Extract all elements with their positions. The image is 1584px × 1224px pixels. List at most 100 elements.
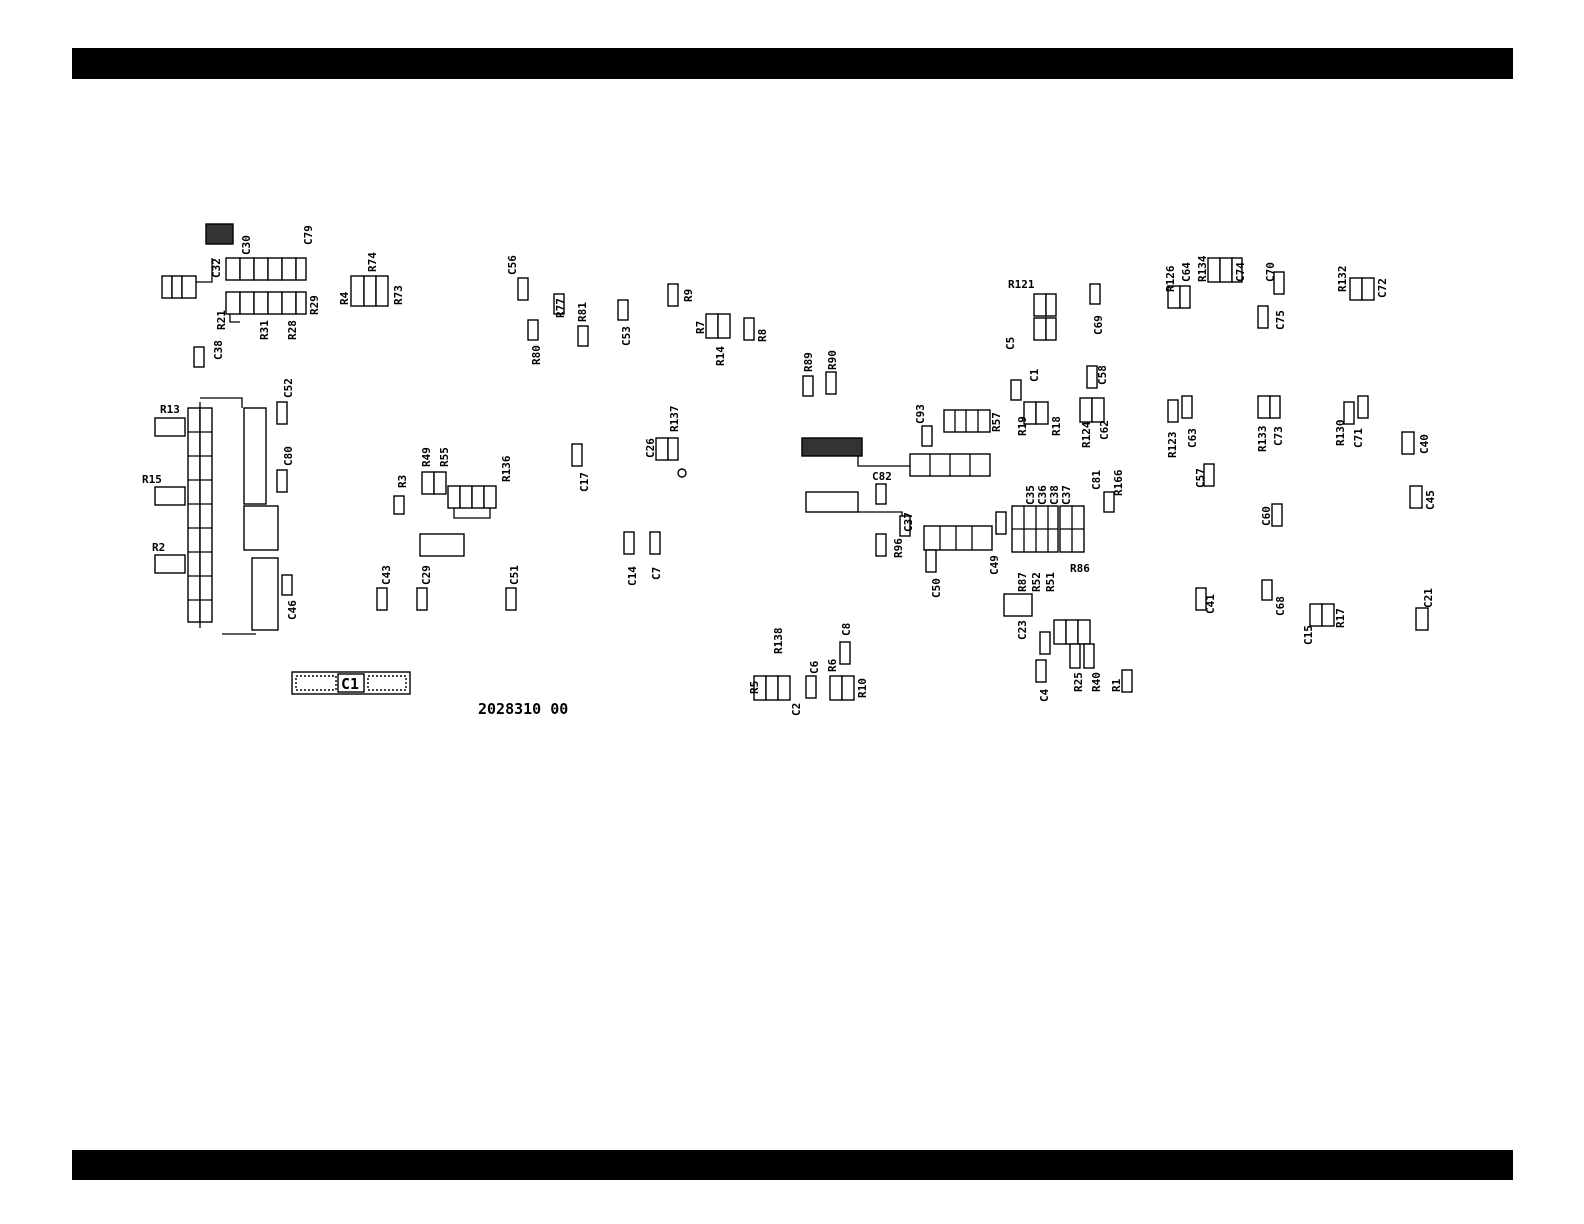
top-left-cluster <box>161 223 389 368</box>
svg-text:C4: C4 <box>1038 688 1051 702</box>
svg-text:C79: C79 <box>302 225 315 245</box>
svg-text:C46: C46 <box>286 600 299 620</box>
svg-text:C62: C62 <box>1098 420 1111 440</box>
svg-text:C57: C57 <box>1194 468 1207 488</box>
svg-text:R14: R14 <box>714 346 727 366</box>
svg-text:C64: C64 <box>1180 262 1193 282</box>
svg-text:R121: R121 <box>1008 278 1035 291</box>
svg-text:R133: R133 <box>1256 426 1269 453</box>
svg-text:C5: C5 <box>1004 337 1017 350</box>
svg-text:C63: C63 <box>1186 428 1199 448</box>
svg-text:R166: R166 <box>1112 469 1125 496</box>
svg-text:C2: C2 <box>790 703 803 716</box>
svg-text:C29: C29 <box>420 565 433 585</box>
svg-text:R73: R73 <box>392 285 405 305</box>
svg-text:R49: R49 <box>420 447 433 467</box>
svg-text:R138: R138 <box>772 628 785 655</box>
svg-text:R137: R137 <box>668 406 681 433</box>
svg-text:R4: R4 <box>338 291 351 305</box>
svg-text:R17: R17 <box>1334 608 1347 628</box>
svg-text:C60: C60 <box>1260 506 1273 526</box>
middle-left-parts <box>376 277 837 611</box>
svg-text:R31: R31 <box>258 320 271 340</box>
svg-text:R124: R124 <box>1080 421 1093 448</box>
center-cluster <box>801 283 1133 693</box>
svg-text:C32: C32 <box>210 258 223 278</box>
svg-text:C69: C69 <box>1092 315 1105 335</box>
svg-text:C8: C8 <box>840 623 853 636</box>
svg-text:C40: C40 <box>1418 434 1431 454</box>
svg-text:R7: R7 <box>694 321 707 334</box>
svg-text:R28: R28 <box>286 320 299 340</box>
svg-text:R15: R15 <box>142 473 162 486</box>
svg-text:C71: C71 <box>1352 428 1365 448</box>
svg-text:C45: C45 <box>1424 490 1437 510</box>
bottom-center-parts <box>753 641 855 701</box>
svg-text:C21: C21 <box>1422 588 1435 608</box>
svg-text:C81: C81 <box>1090 470 1103 490</box>
svg-text:R29: R29 <box>308 295 321 315</box>
svg-text:C52: C52 <box>282 378 295 398</box>
svg-text:C38: C38 <box>1048 485 1061 505</box>
left-connector-block <box>154 397 293 635</box>
svg-text:C38: C38 <box>212 340 225 360</box>
svg-text:C30: C30 <box>240 235 253 255</box>
svg-text:C51: C51 <box>508 565 521 585</box>
svg-text:C75: C75 <box>1274 310 1287 330</box>
svg-text:C17: C17 <box>578 472 591 492</box>
connector-label: C1 <box>341 675 359 693</box>
svg-text:C68: C68 <box>1274 596 1287 616</box>
svg-text:R2: R2 <box>152 541 165 554</box>
svg-text:R18: R18 <box>1050 416 1063 436</box>
svg-text:R1: R1 <box>1110 678 1123 692</box>
svg-text:R51: R51 <box>1044 572 1057 592</box>
svg-text:C72: C72 <box>1376 278 1389 298</box>
svg-text:C80: C80 <box>282 446 295 466</box>
svg-text:R132: R132 <box>1336 266 1349 293</box>
svg-text:R130: R130 <box>1334 420 1347 447</box>
svg-text:R80: R80 <box>530 345 543 365</box>
svg-text:C37: C37 <box>902 512 915 532</box>
svg-text:C70: C70 <box>1264 262 1277 282</box>
svg-text:C26: C26 <box>644 438 657 458</box>
svg-text:C58: C58 <box>1096 365 1109 385</box>
svg-text:R8: R8 <box>756 329 769 342</box>
svg-text:C49: C49 <box>988 555 1001 575</box>
svg-text:R77: R77 <box>554 298 567 318</box>
svg-text:C23: C23 <box>1016 620 1029 640</box>
svg-text:R136: R136 <box>500 455 513 482</box>
footer-bar <box>72 1150 1513 1180</box>
svg-text:C35: C35 <box>1024 485 1037 505</box>
svg-text:C14: C14 <box>626 566 639 586</box>
svg-text:C41: C41 <box>1204 594 1217 614</box>
svg-text:R55: R55 <box>438 447 451 467</box>
svg-text:R40: R40 <box>1090 672 1103 692</box>
svg-text:R90: R90 <box>826 350 839 370</box>
c1-connector: C1 <box>291 671 411 695</box>
svg-text:C53: C53 <box>620 326 633 346</box>
svg-text:R87: R87 <box>1016 572 1029 592</box>
svg-text:R134: R134 <box>1196 255 1209 282</box>
right-cluster <box>1167 257 1429 631</box>
svg-text:C82: C82 <box>872 470 892 483</box>
svg-text:C37: C37 <box>1060 485 1073 505</box>
svg-text:R74: R74 <box>366 252 379 272</box>
svg-text:R57: R57 <box>990 412 1003 432</box>
svg-text:C15: C15 <box>1302 625 1315 645</box>
svg-text:R96: R96 <box>892 538 905 558</box>
svg-text:C6: C6 <box>808 660 821 674</box>
svg-text:C73: C73 <box>1272 426 1285 446</box>
svg-text:R123: R123 <box>1166 432 1179 459</box>
svg-text:C50: C50 <box>930 578 943 598</box>
svg-text:R19: R19 <box>1016 416 1029 436</box>
svg-text:R9: R9 <box>682 289 695 302</box>
svg-text:R3: R3 <box>396 475 409 488</box>
svg-text:R86: R86 <box>1070 562 1090 575</box>
svg-text:C93: C93 <box>914 404 927 424</box>
svg-text:R81: R81 <box>576 302 589 322</box>
header-bar <box>72 48 1513 79</box>
svg-text:R6: R6 <box>826 658 839 672</box>
svg-text:C43: C43 <box>380 565 393 585</box>
